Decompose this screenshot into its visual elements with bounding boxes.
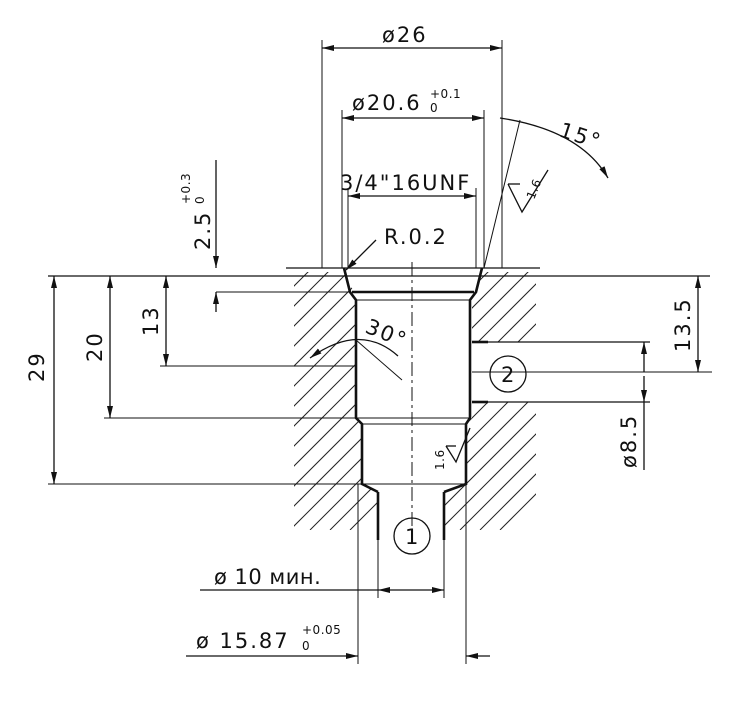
label-d26: ø26 [382,23,428,47]
label-d15-87-tol-upper: +0.05 [302,623,341,637]
label-depth-2-5-tol-lower: 0 [193,196,207,204]
label-thread: 3/4"16UNF [340,171,471,195]
dim-d20-6: ø20.6 +0.1 0 [341,87,485,268]
roughness-top: 1.6 [507,169,549,214]
label-d20-6-tol-lower: 0 [430,101,438,115]
dim-d10: ø 10 мин. [200,540,445,598]
label-depth-20: 20 [83,331,107,362]
label-angle-15: 15° [556,118,605,154]
dim-angle-30: 30° [309,314,411,381]
dim-d8-5: ø8.5 [617,342,647,470]
label-d20-6-tol-upper: +0.1 [430,87,461,101]
label-radius: R.0.2 [384,225,448,249]
label-depth-13: 13 [139,305,163,336]
dim-depth-2-5: 2.5 +0.3 0 [179,160,350,312]
hatch-right-lower [444,402,536,530]
dim-thread: 3/4"16UNF [340,171,477,268]
dim-d26: ø26 [321,23,503,268]
label-d15-87-tol-lower: 0 [302,639,310,653]
roughness-bore: 1.6 [433,427,471,470]
label-roughness-bore: 1.6 [433,449,447,470]
radius-callout: R.0.2 [345,225,448,271]
hatch-right-upper [472,272,536,342]
dim-depth-20: 20 [83,276,356,419]
dim-depth-13: 13 [139,276,356,367]
label-depth-2-5: 2.5 [191,211,215,250]
dim-d15-87: ø 15.87 +0.05 0 [186,484,490,664]
callout-port-1: 1 [393,517,431,555]
label-d20-6: ø20.6 [352,91,422,115]
label-d10: ø 10 мин. [214,565,321,589]
label-port-2: 2 [501,363,514,387]
callout-port-2: 2 [489,355,527,393]
dim-angle-15: 15° [483,117,609,269]
label-d8-5: ø8.5 [617,414,641,468]
dim-depth-29: 29 [25,276,362,485]
port-profile [342,262,484,540]
label-depth-13-5: 13.5 [671,297,695,352]
side-port-2 [472,340,712,404]
label-d15-87: ø 15.87 [196,629,290,653]
label-depth-2-5-tol-upper: +0.3 [179,173,193,204]
label-depth-29: 29 [25,351,49,382]
label-port-1: 1 [405,525,418,549]
dim-depth-13-5: 13.5 [671,276,701,372]
